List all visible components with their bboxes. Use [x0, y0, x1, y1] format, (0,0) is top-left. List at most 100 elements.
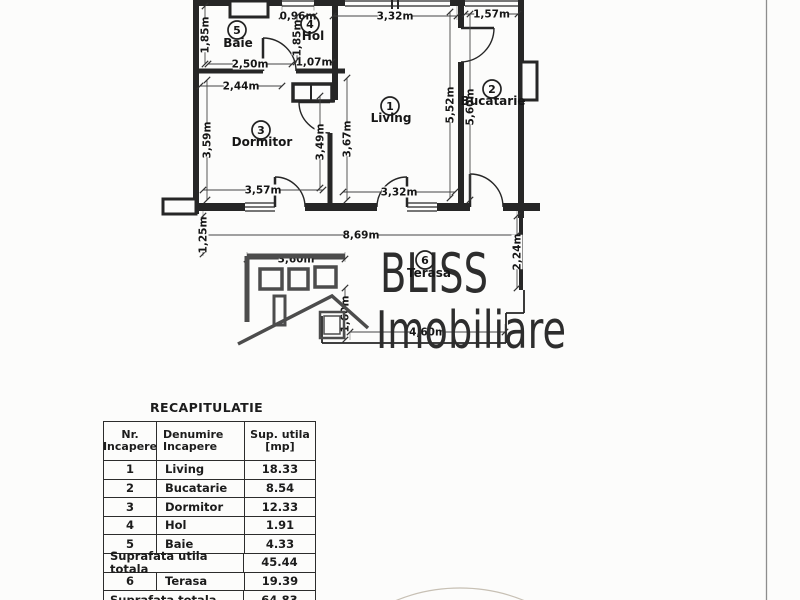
room-name: Dormitor	[157, 498, 245, 516]
room-nr-text: 5	[125, 536, 134, 551]
dimension-label: 5,60m	[465, 89, 477, 126]
room-area: 1.91	[245, 517, 315, 535]
room-nr: 6	[104, 572, 157, 591]
total-value: 45.44	[244, 554, 315, 572]
room-name: Baie	[157, 535, 245, 553]
room-area-text: 4.33	[265, 536, 295, 551]
total-label-text: Suprafata totala	[110, 592, 217, 600]
room-name-text: Baie	[165, 536, 194, 551]
room-nr: 5	[104, 535, 157, 553]
header-line: Denumire	[163, 427, 224, 441]
table-row: 2 Bucatarie 8.54	[104, 478, 315, 498]
room-area-text: 1.91	[265, 518, 295, 533]
dimension-label: 3,49m	[315, 124, 327, 161]
room-name: Bucatarie	[157, 479, 245, 498]
total-label: Suprafata utila totala	[104, 550, 244, 575]
room-name: Terasa	[407, 266, 451, 280]
dimension-label: 5,52m	[445, 87, 457, 124]
room-nr: 1	[104, 461, 157, 479]
stamp-arc	[395, 587, 525, 600]
header-nr-incapere: Nr. Incapere	[103, 422, 157, 460]
dimension: 5,52m	[444, 8, 457, 202]
room-name: Living	[157, 461, 245, 479]
table-total-row: Suprafata utila totala 45.44	[104, 550, 315, 575]
room-name-text: Bucatarie	[165, 480, 228, 495]
dimension-label: 8,69m	[343, 230, 380, 242]
room-name: Hol	[302, 29, 324, 43]
walls	[161, 0, 540, 344]
dimension: 5,60m	[464, 10, 477, 204]
dimension-label: 1,07m	[296, 57, 333, 69]
room-name: Living	[371, 111, 412, 125]
dimension-label: 1,85m	[200, 17, 212, 54]
dimension-label: 0,96m	[280, 11, 317, 23]
logo-house-icon	[237, 253, 370, 346]
total-label-text: Suprafata utila totala	[110, 548, 208, 576]
room-number: 4	[306, 18, 314, 31]
room-name-text: Dormitor	[165, 499, 224, 514]
table-row: 6 Terasa 19.39	[104, 571, 315, 591]
room-nr-text: 3	[125, 499, 134, 514]
header-line: [mp]	[265, 440, 295, 453]
room-nr: 4	[104, 516, 157, 535]
dimension: 3,32m	[329, 10, 461, 23]
room-area: 4.33	[245, 535, 315, 553]
room-number: 2	[488, 83, 496, 96]
room-name: Terasa	[157, 572, 245, 591]
room-area: 12.33	[245, 498, 315, 516]
room-nr-text: 4	[125, 518, 134, 533]
dimension-label: 1,85m	[292, 20, 304, 57]
dimension-label: 4,60m	[409, 327, 446, 339]
room-number: 1	[386, 100, 394, 113]
room-nr-text: 2	[125, 480, 134, 495]
dimension: 3,49m	[314, 92, 327, 192]
total-value-text: 64.83	[261, 592, 298, 600]
dimension: 2,44m	[196, 80, 286, 93]
header-sup-utila: Sup. utila [mp]	[245, 422, 315, 460]
room-area-text: 19.39	[261, 573, 299, 588]
room-name: Bucatarie	[461, 94, 526, 108]
dimension: 1,85m	[291, 12, 304, 64]
room-area: 18.33	[245, 461, 315, 479]
recap-table: Nr. Incapere Denumire Incapere Sup. util…	[103, 421, 316, 600]
table-total-row: Suprafata totala 64.83	[104, 590, 315, 600]
room-area-text: 8.54	[265, 480, 295, 495]
room-area-text: 12.33	[261, 499, 299, 514]
room-name-text: Terasa	[165, 573, 208, 588]
room-nr-text: 1	[125, 462, 134, 477]
room-name-text: Hol	[165, 518, 187, 533]
room-area: 8.54	[245, 480, 315, 498]
room-name-text: Living	[165, 462, 205, 477]
total-label: Suprafata totala	[104, 591, 244, 600]
dimension-label: 3,32m	[377, 11, 414, 23]
room-name: Hol	[157, 516, 245, 535]
dimension-label: 3,59m	[202, 122, 214, 159]
room-number: 6	[421, 254, 429, 267]
room-name: Dormitor	[232, 135, 293, 149]
logo-text: BLISS Imobiliare	[376, 242, 566, 361]
room-nr: 3	[104, 498, 157, 516]
logo-line1: BLISS	[380, 242, 488, 305]
total-value: 64.83	[244, 591, 315, 600]
dimension: 3,32m	[339, 186, 459, 199]
table-row: 5 Baie 4.33	[104, 534, 315, 553]
room-name: Baie	[223, 36, 253, 50]
room-number: 5	[233, 24, 241, 37]
total-value-text: 45.44	[261, 555, 298, 570]
dimension-label: 3,32m	[381, 187, 418, 199]
table-body: 1 Living 18.33 2 Bucatarie 8.54 3 Dormitor 12.33…	[104, 460, 315, 600]
dimension: 3,67m	[341, 74, 354, 204]
dimension: 1,25m	[197, 212, 210, 258]
dimension: 1,07m	[292, 56, 336, 69]
header-line: Sup. utila	[250, 427, 310, 441]
dimension: 3,57m	[199, 184, 327, 197]
dimension: 2,50m	[204, 58, 296, 71]
dimension: 4,60m	[346, 326, 509, 339]
